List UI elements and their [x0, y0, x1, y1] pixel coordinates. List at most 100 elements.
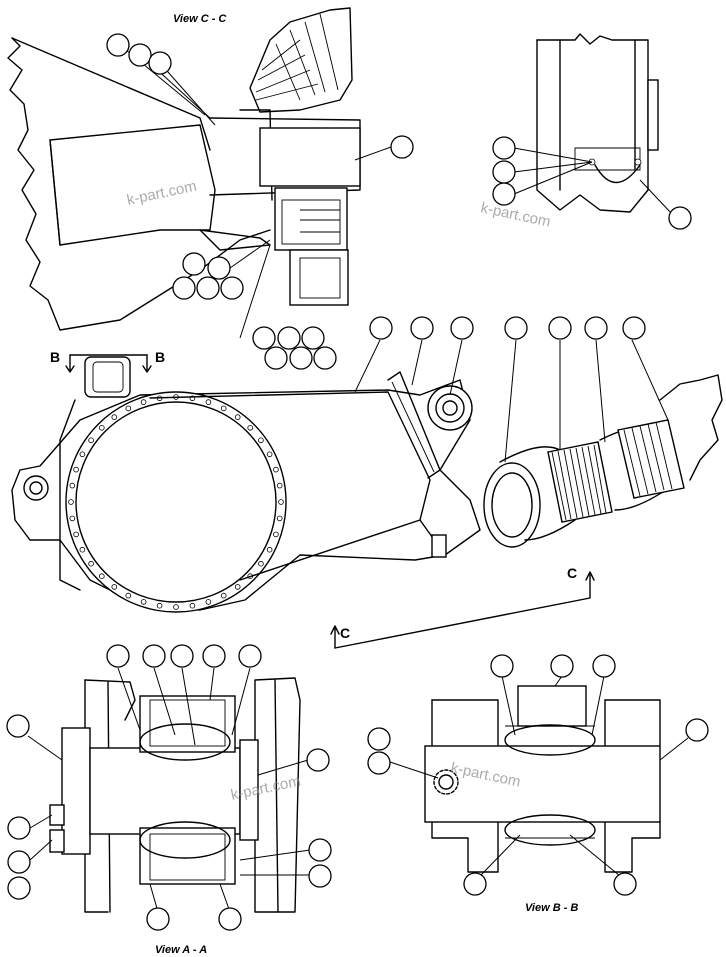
bolt-hole [125, 592, 132, 599]
bolt-hole [258, 437, 264, 444]
section-c-left-label: C [340, 625, 350, 641]
callout-circle [277, 326, 301, 350]
top-right-callouts [492, 136, 692, 230]
view-c-section: View C - C [7, 7, 361, 331]
callout-circle [668, 206, 692, 230]
view-b-title: View B - B [525, 902, 578, 914]
callout-circle [490, 654, 514, 678]
callout-circle [7, 876, 31, 900]
bolt-hole [278, 499, 284, 505]
callout-circle [622, 316, 646, 340]
bolt-hole [234, 414, 241, 420]
section-b-right-label: B [155, 349, 165, 365]
view-a-section [49, 677, 301, 913]
bolt-hole [88, 437, 94, 444]
bolt-hole [69, 515, 76, 522]
callout-circle [6, 714, 30, 738]
bolt-hole [111, 584, 118, 590]
view-c-callouts [106, 33, 414, 370]
callout-circle [550, 654, 574, 678]
callout-circle [218, 907, 242, 931]
bolt-hole [276, 515, 283, 522]
callout-circle [146, 907, 170, 931]
bolt-hole [99, 573, 105, 579]
bolt-hole [173, 604, 179, 610]
callout-circle [306, 748, 330, 772]
bolt-hole [247, 424, 254, 431]
bolt-hole [266, 451, 273, 458]
callout-circle [390, 135, 414, 159]
callout-circle [170, 644, 194, 668]
callout-circle [369, 316, 393, 340]
bolt-hole [140, 399, 147, 405]
callout-circle [202, 644, 226, 668]
bolt-hole [73, 531, 79, 538]
bolt-hole [73, 466, 79, 473]
callout-circle [7, 850, 31, 874]
view-c-title: View C - C [173, 13, 227, 25]
bolt-hole [125, 405, 132, 412]
watermark: k-part.com [125, 178, 198, 209]
callout-circle [252, 326, 276, 350]
callout-circle [7, 816, 31, 840]
callout-circle [207, 256, 231, 280]
callout-circle [148, 51, 172, 75]
callout-circle [172, 276, 196, 300]
section-b-left-label: B [50, 349, 60, 365]
bolt-hole [220, 592, 227, 599]
bolt-hole [234, 584, 241, 590]
watermark: k-part.com [479, 199, 552, 230]
callout-circle [264, 346, 288, 370]
view-b-section [424, 685, 661, 873]
callout-circle [313, 346, 337, 370]
bolt-hole [69, 482, 76, 489]
bolt-hole [99, 424, 105, 431]
bolt-hole [266, 546, 273, 553]
callout-circle [548, 316, 572, 340]
bolt-hole [111, 414, 118, 420]
bolt-hole [205, 399, 212, 405]
callout-circle [142, 644, 166, 668]
bolt-hole [79, 546, 86, 553]
callout-circle [492, 136, 516, 160]
main-view-callouts [354, 316, 669, 463]
callout-circle [308, 838, 332, 862]
bolt-hole [79, 451, 86, 458]
callout-circle [450, 316, 474, 340]
callout-circle [504, 316, 528, 340]
callout-circle [463, 872, 487, 896]
callout-circle [128, 43, 152, 67]
view-b-callouts [367, 654, 709, 896]
callout-circle [367, 751, 391, 775]
callout-circle [410, 316, 434, 340]
callout-circle [238, 644, 262, 668]
bolt-hole [156, 602, 163, 609]
bolt-hole [189, 602, 196, 609]
callout-circle [367, 727, 391, 751]
bolt-hole [273, 531, 279, 538]
callout-circle [106, 33, 130, 57]
bolt-hole [88, 560, 94, 567]
view-a-callouts [6, 644, 332, 931]
callout-circle [301, 326, 325, 350]
callout-circle [592, 654, 616, 678]
callout-circle [106, 644, 130, 668]
view-a-title: View A - A [155, 944, 207, 956]
bolt-hole [220, 405, 227, 412]
callout-circle [182, 252, 206, 276]
callout-circle [308, 864, 332, 888]
top-right-detail [536, 33, 659, 213]
bolt-ring [68, 394, 284, 610]
section-c-right-label: C [567, 565, 577, 581]
bolt-hole [68, 499, 74, 505]
callout-circle [492, 182, 516, 206]
callout-circle [196, 276, 220, 300]
bolt-hole [276, 482, 283, 489]
callout-circle [289, 346, 313, 370]
main-view: B B [11, 349, 723, 649]
bolt-hole [205, 599, 212, 605]
callout-circle [220, 276, 244, 300]
bolt-hole [273, 466, 279, 473]
bolt-hole [140, 599, 147, 605]
